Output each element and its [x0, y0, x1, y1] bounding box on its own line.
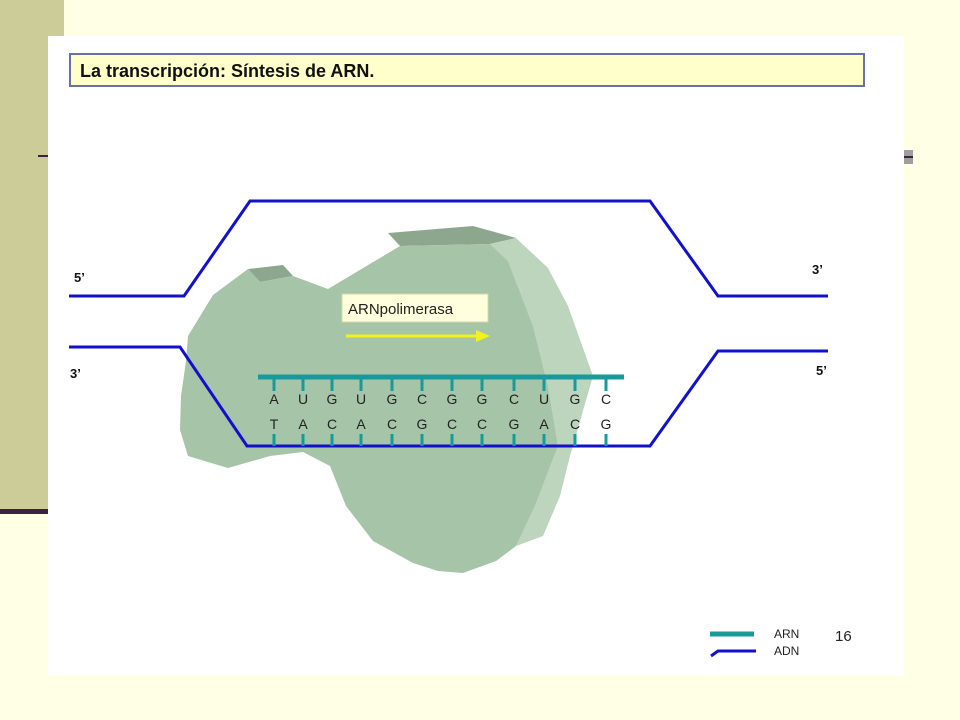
direction-arrow-head [476, 330, 490, 342]
dna-base-letter: G [417, 416, 428, 432]
dna-base-letter: G [601, 416, 612, 432]
rna-base-letter: U [356, 391, 366, 407]
enzyme-top-ridge [388, 226, 516, 246]
dna-base-letter: A [539, 416, 549, 432]
rna-base-letter: A [269, 391, 279, 407]
dna-base-letter: G [509, 416, 520, 432]
enzyme-right-facet [490, 238, 593, 546]
dna-base-ticks [272, 434, 608, 446]
rna-base-letter: U [298, 391, 308, 407]
rna-base-letter: G [477, 391, 488, 407]
rna-base-ticks [272, 377, 608, 391]
rna-base-letter: G [387, 391, 398, 407]
rna-base-letter: G [570, 391, 581, 407]
bottom-left-end-label: 3’ [70, 366, 81, 381]
dna-base-letter: C [477, 416, 487, 432]
legend-dna-swatch [710, 649, 756, 658]
rna-base-letter: U [539, 391, 549, 407]
left-tick-mark [38, 155, 50, 157]
rna-polymerase-shape [180, 226, 593, 573]
dna-base-letter: T [270, 416, 279, 432]
enzyme-label: ARNpolimerasa [348, 301, 454, 318]
rna-base-letter: G [447, 391, 458, 407]
rna-base-letter: G [327, 391, 338, 407]
dna-base-letter: C [570, 416, 580, 432]
page-number: 16 [835, 628, 852, 645]
rna-base-letter: C [509, 391, 519, 407]
legend-rna-label: ARN [774, 627, 799, 641]
dna-base-letter: A [298, 416, 308, 432]
dna-template-strand [69, 345, 828, 448]
title-box: La transcripción: Síntesis de ARN. [69, 53, 865, 87]
dna-base-letter: C [447, 416, 457, 432]
dna-strands [69, 199, 828, 448]
top-right-end-label: 3’ [812, 262, 823, 277]
top-left-end-label: 5’ [74, 270, 85, 285]
rna-base-letter: C [417, 391, 427, 407]
enzyme-body [180, 244, 558, 573]
dna-top-strand [69, 199, 828, 298]
right-edge-marker-line [903, 156, 913, 158]
bottom-right-end-label: 5’ [816, 363, 827, 378]
left-accent-rule [0, 509, 64, 514]
enzyme-label-box [341, 293, 489, 323]
enzyme-top-left-ridge [248, 265, 293, 282]
legend: ARN ADN [710, 627, 799, 658]
legend-dna-label: ADN [774, 644, 799, 658]
dna-base-letter: A [356, 416, 366, 432]
dna-base-letter: C [387, 416, 397, 432]
rna-base-letter: C [601, 391, 611, 407]
slide-title: La transcripción: Síntesis de ARN. [80, 61, 375, 81]
dna-base-letter: C [327, 416, 337, 432]
